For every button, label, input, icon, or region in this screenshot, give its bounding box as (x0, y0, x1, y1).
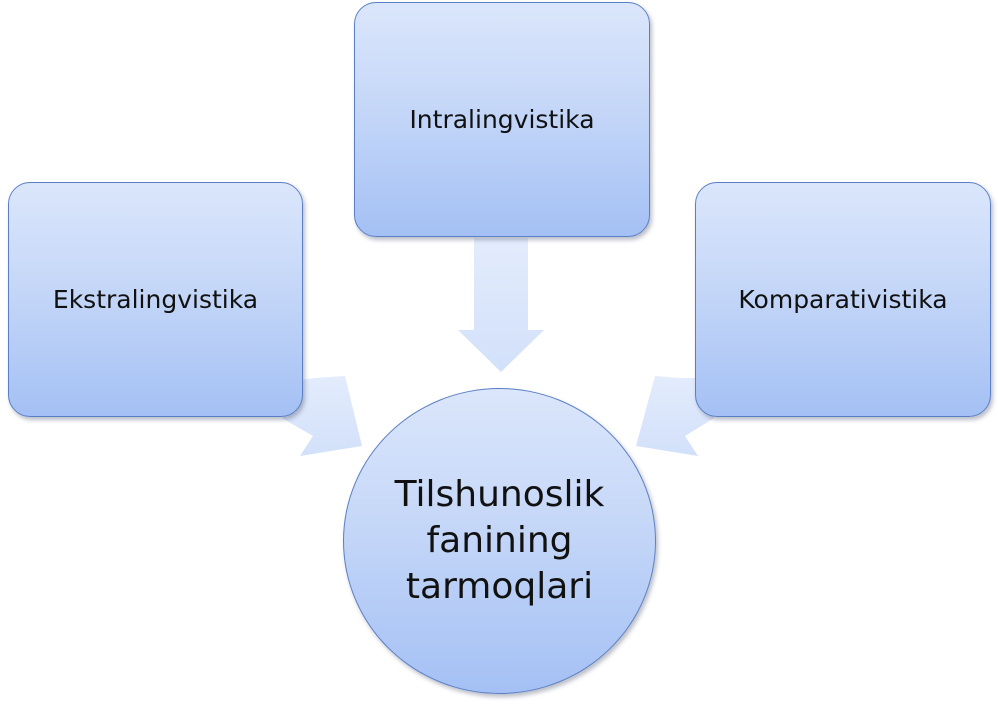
center-label: Tilshunoslik fanining tarmoqlari (380, 472, 620, 610)
center-label-line-1: Tilshunoslik (394, 474, 605, 515)
ekstralingvistika-label: Ekstralingvistika (52, 285, 259, 314)
komparativistika-label: Komparativistika (738, 285, 948, 314)
komparativistika-box: Komparativistika (695, 182, 991, 417)
center-circle: Tilshunoslik fanining tarmoqlari (343, 388, 656, 694)
arrow-right-to-center (636, 376, 714, 456)
arrow-top-to-center (458, 238, 544, 372)
intralingvistika-label: Intralingvistika (409, 105, 595, 134)
center-label-line-3: tarmoqlari (405, 566, 594, 607)
center-label-line-2: fanining (426, 520, 573, 561)
intralingvistika-box: Intralingvistika (354, 2, 650, 237)
ekstralingvistika-box: Ekstralingvistika (8, 182, 303, 417)
